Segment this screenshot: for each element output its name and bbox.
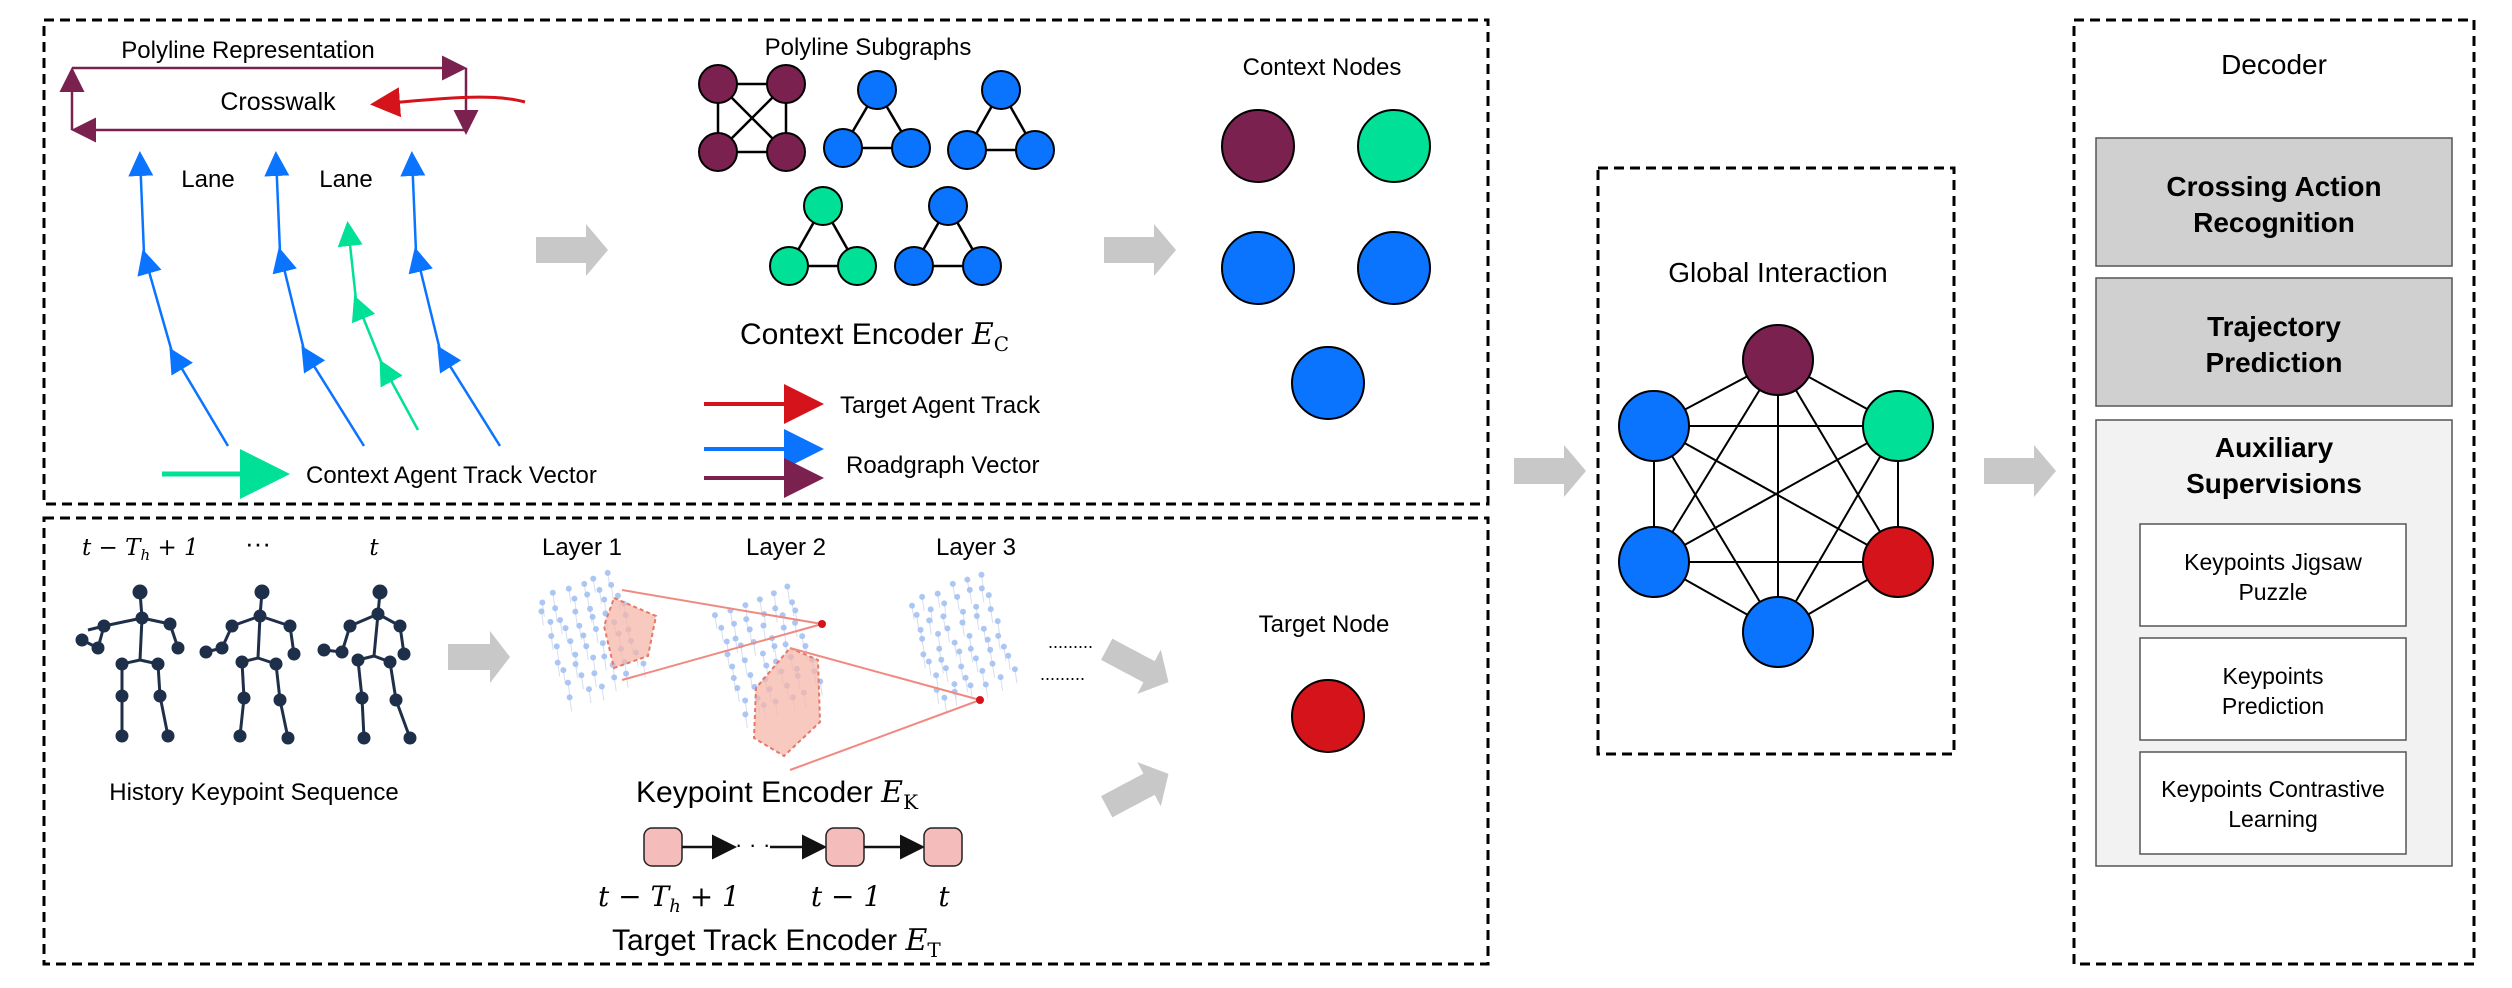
polyline-title: Polyline Representation — [121, 37, 375, 64]
point-cloud-layer-3 — [909, 571, 1018, 712]
contrastive-box — [2139, 751, 2407, 855]
trajectory-line-1: Trajectory — [2207, 311, 2341, 342]
layer-1-label: Layer 1 — [542, 534, 622, 561]
global-graph — [1618, 324, 1934, 668]
svg-text:·: · — [749, 832, 756, 857]
crosswalk-polyline — [59, 55, 479, 143]
decoder-title: Decoder — [2221, 49, 2327, 80]
context-nodes — [1221, 109, 1431, 420]
subgraph-blue-2 — [947, 70, 1055, 170]
legend-target-label: Target Agent Track — [840, 392, 1041, 419]
history-label: History Keypoint Sequence — [109, 779, 399, 806]
layer-ellipsis-2: ......... — [1040, 664, 1085, 684]
layer-3-label: Layer 3 — [936, 534, 1016, 561]
jigsaw-line-2: Puzzle — [2238, 579, 2307, 605]
kp-prediction-line-1: Keypoints — [2222, 663, 2323, 689]
time-dots-label: ··· — [245, 528, 271, 558]
context-nodes-title: Context Nodes — [1243, 54, 1402, 81]
keypoint-encoder-label: Keypoint Encoder EK — [636, 775, 919, 814]
trajectory-line-2: Prediction — [2206, 347, 2343, 378]
contrastive-line-1: Keypoints Contrastive — [2161, 776, 2385, 802]
svg-text:·: · — [763, 832, 770, 857]
subgraph-blue-3 — [894, 186, 1002, 286]
jigsaw-box — [2139, 523, 2407, 627]
context-panel — [42, 18, 1490, 506]
subgraph-blue-1 — [823, 70, 931, 168]
subgraphs-title: Polyline Subgraphs — [765, 34, 972, 61]
context-encoder-label: Context Encoder EC — [740, 317, 1009, 356]
kp-prediction-line-2: Prediction — [2222, 693, 2324, 719]
skeleton-sequence — [75, 584, 417, 745]
svg-text:·: · — [735, 832, 742, 857]
contrastive-line-2: Learning — [2228, 806, 2318, 832]
target-track-arrow — [370, 87, 526, 118]
kp-prediction-box — [2139, 637, 2407, 741]
keypoint-panel — [42, 516, 1490, 966]
crossing-line-2: Recognition — [2193, 207, 2355, 238]
trajectory-box — [2095, 277, 2453, 407]
target-node-title: Target Node — [1259, 611, 1390, 638]
layer-ellipsis-1: ......... — [1048, 632, 1093, 652]
crossing-line-1: Crossing Action — [2166, 171, 2381, 202]
crosswalk-label: Crosswalk — [220, 88, 336, 116]
layer-2-label: Layer 2 — [746, 534, 826, 561]
decoder-panel — [2072, 18, 2476, 966]
layer-2-target-point — [818, 620, 826, 628]
track-t0-label: t − Th + 1 — [598, 880, 740, 917]
global-panel — [1596, 166, 1956, 756]
lane-label-2: Lane — [319, 166, 372, 193]
legend-roadgraph-label: Roadgraph Vector — [846, 452, 1039, 479]
track-t1-label: t − 1 — [811, 880, 881, 913]
track-encoder-label: Target Track Encoder ET — [612, 923, 941, 962]
target-node — [1291, 679, 1365, 753]
flow-arrows — [448, 224, 2056, 818]
legend-agent-track-label: Context Agent Track Vector — [306, 462, 597, 489]
auxiliary-line-1: Auxiliary — [2215, 432, 2334, 463]
lane-polylines — [128, 151, 502, 447]
lane-label-1: Lane — [181, 166, 234, 193]
layer-connections — [602, 589, 981, 771]
crossing-box — [2095, 137, 2453, 267]
track-t2-label: t — [938, 880, 950, 913]
time-end-label: t — [369, 535, 379, 561]
track-encoder-chain: · · · — [643, 827, 963, 867]
time-start-label: t − Th + 1 — [82, 535, 199, 564]
layer-3-target-point — [976, 696, 984, 704]
global-title: Global Interaction — [1668, 257, 1887, 288]
subgraph-green — [769, 186, 877, 286]
auxiliary-line-2: Supervisions — [2186, 468, 2362, 499]
subgraph-purple — [698, 64, 806, 172]
jigsaw-line-1: Keypoints Jigsaw — [2184, 549, 2362, 575]
